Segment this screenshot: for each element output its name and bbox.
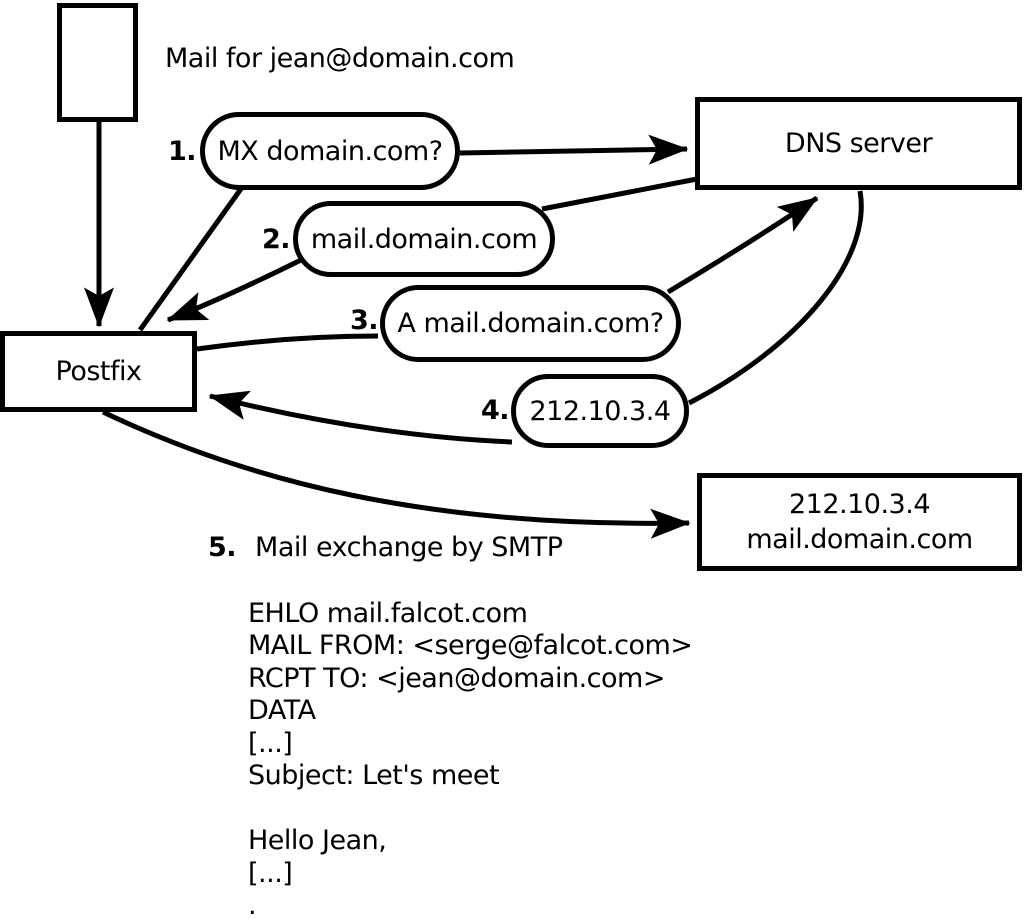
arrow-step5-to-mailserver [101,409,691,539]
smtp-line: [...] [248,727,293,759]
mail-server-node: 212.10.3.4 mail.domain.com [697,473,1022,571]
line-step4-from-dns [687,190,864,406]
mail-message-box [57,3,138,122]
dns-server-node: DNS server [695,97,1022,190]
arrow-step1-to-dns [459,134,689,165]
step2-label: mail.domain.com [310,223,538,255]
step1-label: MX domain.com? [217,135,443,167]
smtp-session-text: EHLO mail.falcot.com MAIL FROM: <serge@f… [248,597,693,919]
step1-query-pill: MX domain.com? [200,112,460,190]
smtp-line-blank [248,792,692,825]
line-step2-from-dns [541,176,698,212]
arrow-step4-to-postfix [208,390,513,445]
line-step3-from-postfix [196,333,379,352]
step4-label: 212.10.3.4 [529,395,672,427]
postfix-label: Postfix [55,356,142,387]
mail-server-ip: 212.10.3.4 [789,489,931,520]
arrow-step3-to-dns [666,195,819,295]
smtp-line: Subject: Let's meet [248,760,500,792]
smtp-line: [...] [248,857,293,889]
step4-number: 4. [480,395,510,426]
step5-label: Mail exchange by SMTP [255,532,563,563]
mail-server-hostname: mail.domain.com [746,524,973,555]
arrow-step2-to-postfix [166,257,303,323]
postfix-node: Postfix [0,331,197,412]
step4-answer-pill: 212.10.3.4 [511,374,689,448]
step3-number: 3. [349,305,379,336]
smtp-line: EHLO mail.falcot.com [248,597,528,629]
line-step1-from-postfix [137,184,246,332]
step5-number: 5. [208,532,237,563]
step3-label: A mail.domain.com? [397,308,664,339]
step3-query-pill: A mail.domain.com? [380,285,681,362]
step2-number: 2. [261,224,291,255]
step2-answer-pill: mail.domain.com [293,201,555,277]
smtp-line: . [248,890,257,919]
step5-caption: 5. Mail exchange by SMTP [208,531,563,564]
smtp-line: Hello Jean, [248,825,387,857]
smtp-line: MAIL FROM: <serge@falcot.com> [248,630,693,662]
smtp-line: DATA [248,695,316,727]
step1-number: 1. [167,136,197,167]
mail-title: Mail for jean@domain.com [165,43,515,74]
dns-server-label: DNS server [784,128,933,159]
smtp-line: RCPT TO: <jean@domain.com> [248,662,665,694]
